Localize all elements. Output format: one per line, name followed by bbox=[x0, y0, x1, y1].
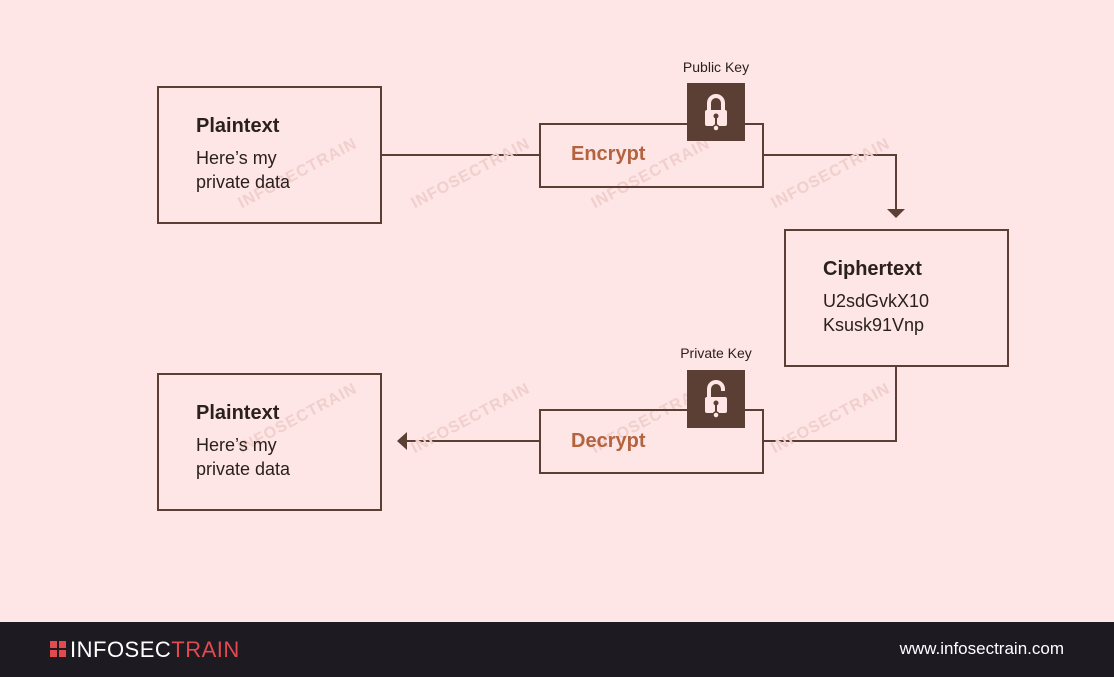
public-key-label: Public Key bbox=[682, 59, 750, 75]
plaintext-title: Plaintext bbox=[196, 402, 280, 424]
footer-bar: INFOSECTRAIN www.infosectrain.com bbox=[0, 622, 1114, 677]
logo-grid-icon bbox=[50, 641, 66, 657]
plaintext-line-2: private data bbox=[196, 172, 291, 192]
connector-lines bbox=[381, 154, 905, 450]
private-key-label: Private Key bbox=[680, 345, 752, 361]
lock-badge-public bbox=[687, 83, 745, 141]
ciphertext-line-2: Ksusk91Vnp bbox=[823, 315, 925, 335]
plaintext-line-1: Here’s my bbox=[196, 148, 277, 168]
decrypt-label: Decrypt bbox=[571, 430, 646, 452]
plaintext-box-bottom bbox=[157, 373, 382, 511]
logo-text-primary: INFOSEC bbox=[70, 637, 172, 662]
padlock-closed-icon bbox=[705, 94, 727, 132]
decrypt-box bbox=[539, 409, 764, 474]
encrypt-box bbox=[539, 123, 764, 188]
padlock-open-icon bbox=[705, 380, 727, 419]
lock-badge-private bbox=[687, 370, 745, 428]
ciphertext-box bbox=[784, 229, 1009, 367]
line-ciphertext-to-decrypt bbox=[763, 367, 897, 442]
ciphertext-title: Ciphertext bbox=[823, 258, 922, 280]
website-link[interactable]: www.infosectrain.com bbox=[899, 639, 1064, 658]
plaintext-line-1: Here’s my bbox=[196, 435, 277, 455]
plaintext-line-2: private data bbox=[196, 459, 291, 479]
plaintext-box-top bbox=[157, 86, 382, 224]
diagram-canvas: INFOSECTRAIN INFOSECTRAIN INFOSECTRAIN I… bbox=[157, 59, 1009, 511]
line-encrypt-to-ciphertext bbox=[763, 154, 897, 210]
logo-text-accent: TRAIN bbox=[171, 637, 240, 662]
ciphertext-line-1: U2sdGvkX10 bbox=[823, 291, 930, 311]
encrypt-label: Encrypt bbox=[571, 143, 646, 165]
arrowhead-left bbox=[397, 432, 407, 450]
plaintext-title: Plaintext bbox=[196, 115, 280, 137]
brand-logo: INFOSECTRAIN bbox=[70, 637, 240, 663]
arrowhead-down bbox=[887, 209, 905, 218]
